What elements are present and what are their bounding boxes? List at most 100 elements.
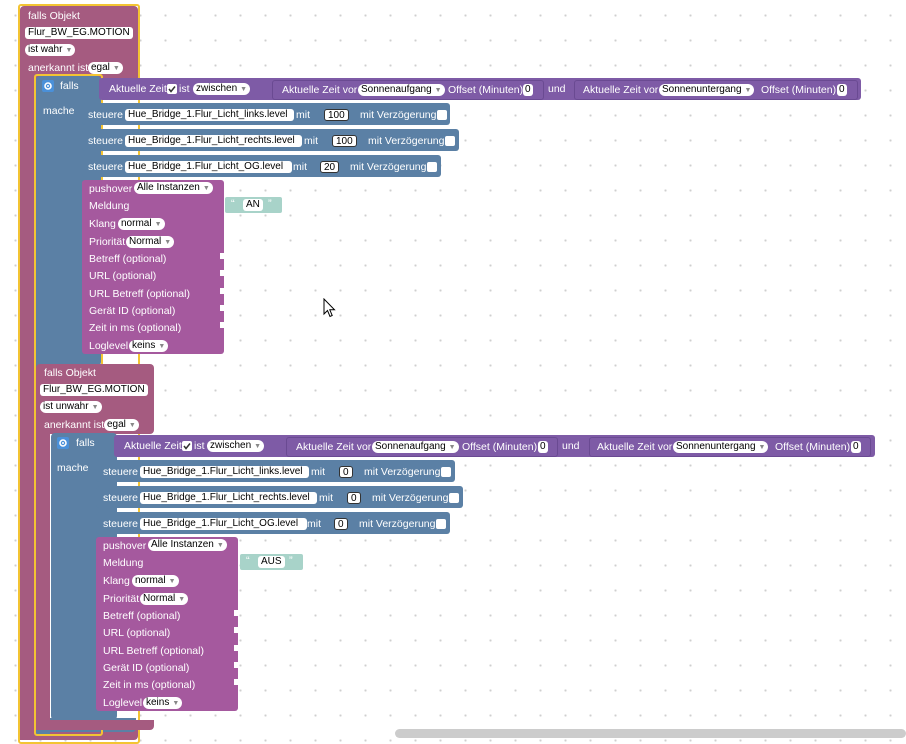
offset-right-label: Offset (Minuten)	[775, 441, 851, 453]
dropdown-arrow-icon: ▼	[216, 542, 224, 549]
message-value[interactable]: AUS	[258, 556, 285, 568]
control-value-field[interactable]: 0	[334, 518, 348, 530]
sunrise-dropdown[interactable]: Sonnenaufgang▼	[372, 441, 459, 453]
zwischen-dropdown[interactable]: zwischen▼	[207, 440, 265, 452]
delay-checkbox[interactable]	[445, 136, 455, 146]
steuere-label: steuere	[103, 492, 139, 504]
mit-label: mit	[304, 135, 318, 147]
delay-checkbox[interactable]	[441, 467, 451, 477]
klang-label: Klang	[89, 218, 116, 230]
message-string-block[interactable]: “ AUS ”	[240, 554, 303, 570]
prioritaet-label: Priorität	[103, 593, 140, 605]
message-value[interactable]: AN	[243, 199, 263, 211]
steuere-label: steuere	[88, 161, 124, 173]
condition-dropdown[interactable]: ist wahr▼	[25, 44, 76, 56]
control-value-field[interactable]: 0	[339, 466, 353, 478]
offset-right-field[interactable]: 0	[851, 441, 861, 453]
instance-dropdown[interactable]: Alle Instanzen▼	[134, 182, 213, 194]
klang-label: Klang	[103, 575, 130, 587]
check-icon[interactable]	[182, 441, 192, 451]
instance-dropdown[interactable]: Alle Instanzen▼	[148, 539, 227, 551]
zeit-label: Zeit in ms (optional)	[89, 322, 182, 334]
condition-dropdown[interactable]: ist unwahr▼	[40, 401, 102, 413]
control-value-field[interactable]: 20	[320, 161, 340, 173]
dropdown-arrow-icon: ▼	[168, 578, 176, 585]
sunrise-dropdown[interactable]: Sonnenaufgang▼	[358, 84, 445, 96]
horizontal-scrollbar[interactable]	[395, 729, 906, 738]
prioritaet-label: Priorität	[89, 236, 126, 248]
control-value-field[interactable]: 100	[324, 109, 349, 121]
pushover-block[interactable]	[82, 180, 224, 354]
check-icon[interactable]	[167, 84, 177, 94]
delay-label: mit Verzögerung	[364, 466, 441, 478]
delay-checkbox[interactable]	[437, 110, 447, 120]
loglevel-dropdown[interactable]: keins▼	[129, 340, 169, 352]
gear-icon[interactable]	[42, 80, 54, 92]
control-target-field[interactable]: Hue_Bridge_1.Flur_Licht_rechts.level	[125, 135, 302, 147]
zwischen-value: zwischen	[196, 83, 238, 94]
gear-icon[interactable]	[57, 437, 69, 449]
anerkannt-dropdown[interactable]: egal▼	[104, 419, 139, 431]
mit-label: mit	[307, 518, 321, 530]
control-target-field[interactable]: Hue_Bridge_1.Flur_Licht_OG.level	[140, 518, 307, 530]
delay-checkbox[interactable]	[436, 519, 446, 529]
control-target-field[interactable]: Hue_Bridge_1.Flur_Licht_links.level	[125, 109, 294, 121]
mouse-pointer-icon	[323, 297, 336, 321]
klang-dropdown[interactable]: normal▼	[132, 575, 179, 587]
control-target-field[interactable]: Hue_Bridge_1.Flur_Licht_rechts.level	[140, 492, 317, 504]
object-id-field[interactable]: Flur_BW_EG.MOTION	[40, 384, 148, 396]
input-notch	[234, 610, 238, 616]
prioritaet-dropdown[interactable]: Normal▼	[140, 593, 189, 605]
sunset-dropdown[interactable]: Sonnenuntergang▼	[659, 84, 755, 96]
url-betreff-label: URL Betreff (optional)	[89, 288, 190, 300]
mit-label: mit	[319, 492, 333, 504]
meldung-label: Meldung	[89, 200, 130, 212]
klang-value: normal	[121, 218, 152, 229]
url-label: URL (optional)	[103, 627, 171, 639]
dropdown-arrow-icon: ▼	[744, 87, 752, 94]
dropdown-arrow-icon: ▼	[202, 185, 210, 192]
prioritaet-value: Normal	[129, 236, 162, 247]
offset-left-field[interactable]: 0	[523, 84, 533, 96]
und-label: und	[548, 83, 566, 95]
aktuelle-zeit-label: Aktuelle Zeit	[109, 83, 167, 95]
dropdown-arrow-icon: ▼	[254, 443, 262, 450]
delay-checkbox[interactable]	[427, 162, 437, 172]
anerkannt-label: anerkannt ist	[44, 419, 105, 431]
zwischen-dropdown[interactable]: zwischen▼	[193, 83, 251, 95]
offset-left-field[interactable]: 0	[538, 441, 548, 453]
url-betreff-label: URL Betreff (optional)	[103, 645, 204, 657]
sunrise-value: Sonnenaufgang	[361, 84, 432, 95]
klang-value: normal	[135, 575, 166, 586]
mit-label: mit	[293, 161, 307, 173]
object-id-field[interactable]: Flur_BW_EG.MOTION	[25, 27, 133, 39]
steuere-label: steuere	[88, 135, 124, 147]
delay-checkbox[interactable]	[449, 493, 459, 503]
steuere-label: steuere	[103, 518, 139, 530]
if-label: falls	[76, 437, 95, 449]
loglevel-dropdown[interactable]: keins▼	[143, 697, 183, 709]
prioritaet-dropdown[interactable]: Normal▼	[126, 236, 175, 248]
ist-label: ist	[194, 440, 205, 452]
offset-right-field[interactable]: 0	[837, 84, 847, 96]
meldung-label: Meldung	[103, 557, 144, 569]
input-notch	[234, 679, 238, 685]
falls-objekt-label: falls Objekt	[44, 367, 96, 379]
sunset-dropdown[interactable]: Sonnenuntergang▼	[673, 441, 769, 453]
delay-label: mit Verzögerung	[360, 109, 437, 121]
und-label: und	[562, 440, 580, 452]
anerkannt-dropdown[interactable]: egal▼	[88, 62, 123, 74]
dropdown-arrow-icon: ▼	[758, 444, 766, 451]
control-target-field[interactable]: Hue_Bridge_1.Flur_Licht_OG.level	[125, 161, 292, 173]
control-target-field[interactable]: Hue_Bridge_1.Flur_Licht_links.level	[140, 466, 309, 478]
pushover-block[interactable]	[96, 537, 238, 711]
input-notch	[220, 253, 224, 259]
event-block-unwahr[interactable]	[36, 364, 154, 730]
dropdown-arrow-icon: ▼	[154, 221, 162, 228]
control-value-field[interactable]: 0	[347, 492, 361, 504]
control-value-field[interactable]: 100	[332, 135, 357, 147]
message-string-block[interactable]: “ AN ”	[225, 197, 282, 213]
falls-objekt-label: falls Objekt	[28, 10, 80, 22]
klang-dropdown[interactable]: normal▼	[118, 218, 165, 230]
sunset-value: Sonnenuntergang	[676, 441, 756, 452]
